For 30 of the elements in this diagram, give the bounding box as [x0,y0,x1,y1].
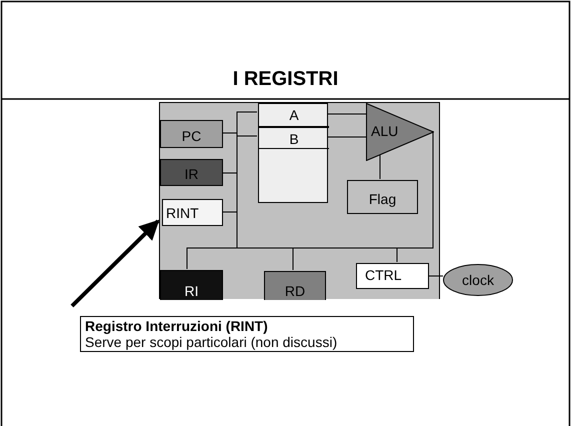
slide-title: I REGISTRI [232,68,340,91]
register-box [160,270,223,300]
alu-triangle [366,103,434,161]
flag-box [347,180,418,214]
alu-label: ALU [371,123,398,139]
register-file [258,103,328,203]
cpu-panel [159,102,440,299]
register-box [162,199,223,226]
register-box [160,159,223,186]
register-box [264,271,326,300]
register-label: RD [284,283,306,299]
connector-line [236,112,434,248]
clock-ellipse [443,264,513,296]
register-label: RI [184,283,200,299]
callout-text: Serve per scopi particolari (non discussi) [85,334,338,350]
register-label: IR [184,166,200,182]
control-box [356,263,429,289]
callout-box [80,316,414,352]
register-label: Flag [368,191,398,207]
clock-label: clock [461,272,495,288]
register-label: PC [180,128,202,144]
register-label: B [288,131,300,147]
register-row [259,127,329,149]
register-box [160,120,223,148]
connector-line [222,132,258,136]
register-label: CTRL [365,267,402,283]
register-label: A [288,107,300,123]
callout-heading: Registro Interruzioni (RINT) [85,318,268,334]
register-label: RINT [166,205,199,221]
arrow [70,220,160,308]
